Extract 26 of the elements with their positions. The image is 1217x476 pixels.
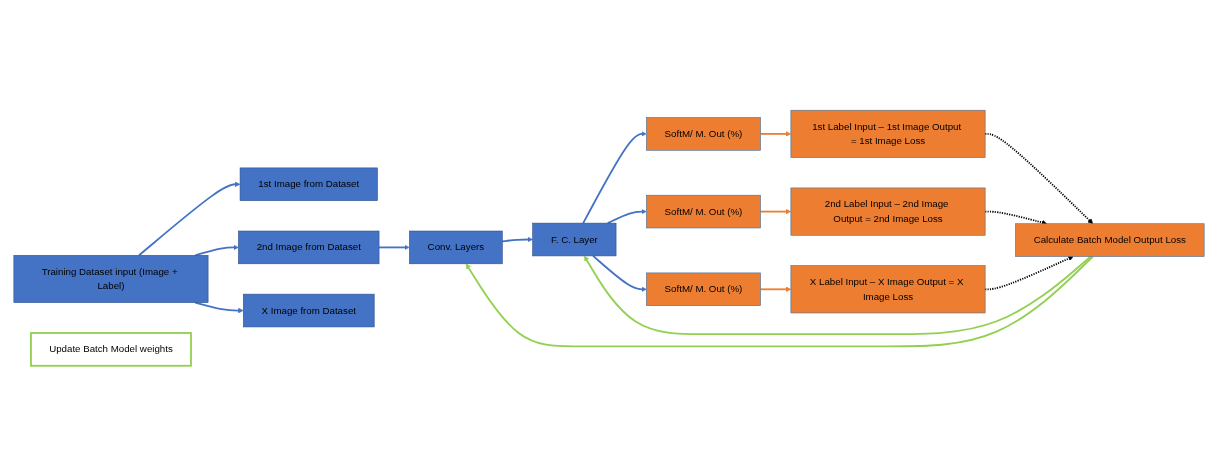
node-box: SoftM/ M. Out (%) [645, 117, 761, 151]
arrow [193, 244, 239, 257]
node-box: SoftM/ M. Out (%) [645, 194, 761, 229]
arrow [377, 244, 410, 251]
node-box: X Image from Dataset [242, 293, 374, 328]
node-box: 2nd Image from Dataset [237, 230, 379, 265]
node-box: 1st Image from Dataset [239, 167, 378, 201]
node-box: 1st Label Input – 1st Image Output = 1st Image Loss [790, 109, 985, 158]
node-box: Training Dataset input (Image + Label) [13, 255, 208, 303]
node-box: Calculate Batch Model Output Loss [1014, 223, 1204, 257]
arrow [581, 131, 647, 225]
arrow [759, 131, 791, 137]
node-box: Conv. Layers [408, 230, 503, 265]
arrow [759, 286, 791, 292]
arrow [591, 255, 647, 292]
node-box: SoftM/ M. Out (%) [645, 272, 761, 306]
node-box: F. C. Layer [531, 222, 616, 257]
arrow [759, 208, 791, 215]
arrow [583, 255, 1092, 336]
arrow [500, 236, 533, 243]
node-box: Update Batch Model weights [29, 332, 192, 367]
arrow [465, 255, 1094, 348]
node-box: X Label Input – X Image Output = X Image Loss [790, 265, 985, 314]
arrow [137, 181, 240, 257]
arrow [606, 208, 647, 225]
node-box: 2nd Label Input – 2nd Image Output = 2nd Image Loss [790, 187, 985, 236]
